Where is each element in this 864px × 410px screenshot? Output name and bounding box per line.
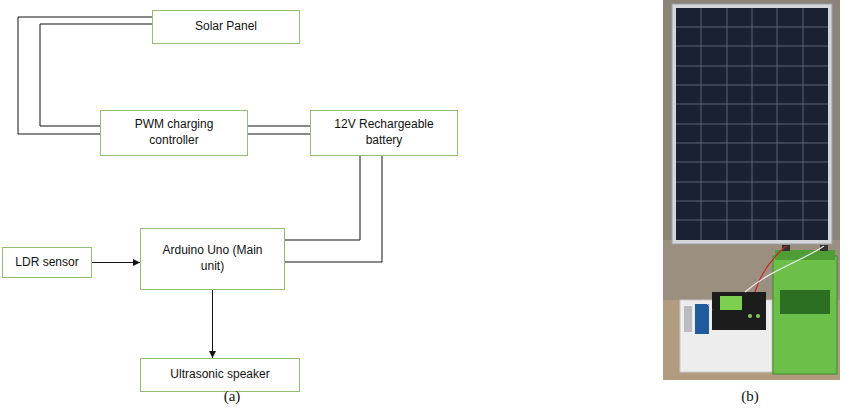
photo-wire [702,301,712,310]
box-label: LDR sensor [15,255,78,271]
grid-line [676,201,828,202]
process-box: LDR sensor [2,247,92,278]
connector-line [285,156,360,240]
connector [285,156,382,262]
grid-line [676,85,828,86]
process-box: Arduino Uno (Main unit) [140,228,285,290]
panel-label: (b) [741,388,759,405]
box-label: Arduino Uno (Main unit) [161,243,265,274]
process-box: Solar Panel [152,10,300,44]
charge-controller [712,292,766,330]
connector-line [212,290,213,358]
grid-line [676,104,828,105]
connector-line [248,126,310,127]
controller-button [748,314,752,318]
panel-label: (a) [224,388,241,405]
connector [92,262,140,263]
photo-wire [745,246,824,292]
panel-frame [672,4,832,244]
grid-line [676,182,828,183]
controller-button [756,314,760,318]
panel-cells [676,8,828,240]
box-label: Solar Panel [195,19,257,35]
connector [212,290,213,358]
grid-line [676,66,828,67]
process-box: Ultrasonic speaker [140,358,300,392]
battery-label [780,290,830,314]
grid-line [676,46,828,47]
box-label: 12V Rechargeable battery [332,117,436,148]
connector-line [285,156,382,262]
panel-grid [676,8,828,240]
grid-line [676,27,828,28]
box-label: PWM charging controller [122,117,226,148]
process-box: 12V Rechargeable battery [310,110,458,156]
photo-wall [663,0,840,300]
ldr-probe [684,306,692,332]
process-box: PWM charging controller [100,110,248,156]
grid-line [676,143,828,144]
controller-screen [720,296,742,310]
connector [248,126,310,134]
arduino-board [695,304,709,334]
battery-body [773,256,837,374]
grid-line [676,124,828,125]
connector-line [92,262,140,263]
box-label: Ultrasonic speaker [170,367,269,383]
grid-line [676,162,828,163]
connector-line [248,134,310,135]
battery-top [775,250,835,260]
grid-line [676,220,828,221]
